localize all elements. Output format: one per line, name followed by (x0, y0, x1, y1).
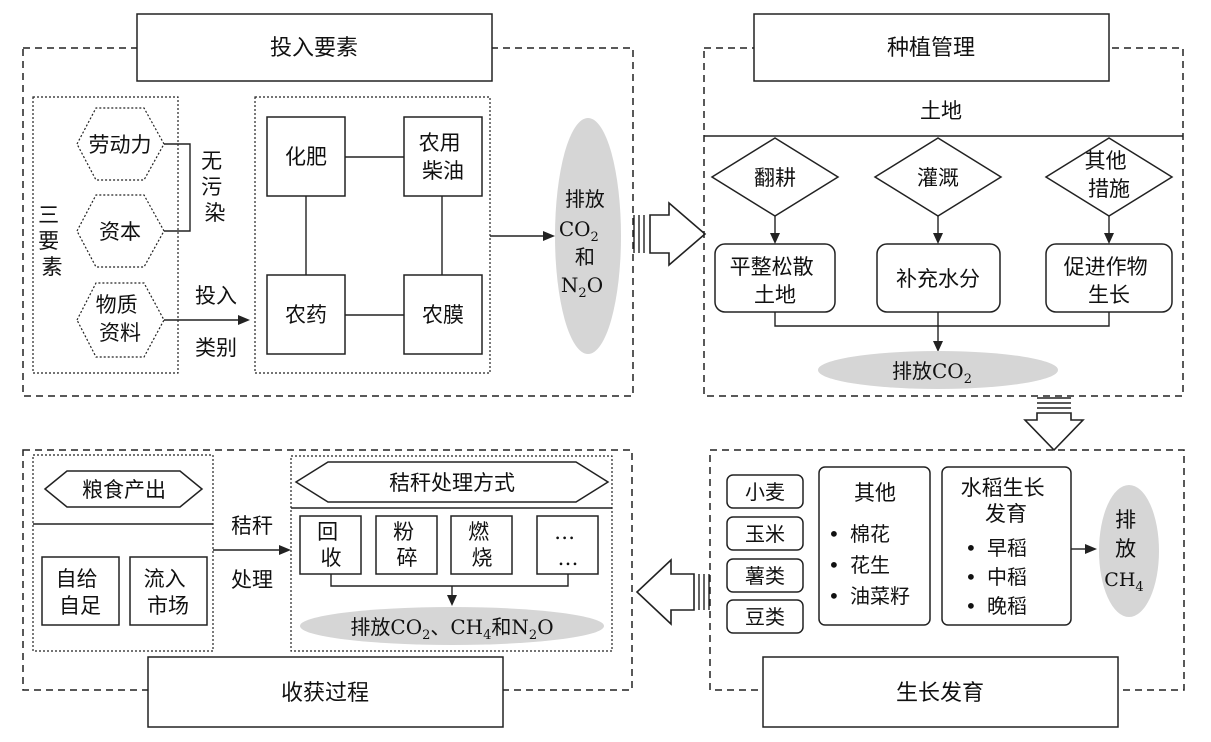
materials-label: 物质 资料 (96, 293, 145, 345)
grain-output-label: 粮食产出 (82, 478, 166, 502)
crop-corn (726, 516, 804, 551)
input-category-bottom: 类别 (195, 336, 237, 360)
film-box (403, 274, 483, 355)
materials-arrow-head (238, 315, 250, 325)
irrigation-arrow (933, 233, 943, 244)
straw-label-bottom: 处理 (231, 568, 273, 592)
planting-panel-border (703, 47, 1184, 397)
input-title-box (136, 13, 493, 82)
input-emission-ellipse (555, 118, 621, 354)
harvest-title: 收获过程 (281, 681, 369, 706)
growth-emission-label: 排 放 CH4 (1104, 508, 1143, 595)
planting-panel: 种植管理 土地 翻耕 灌溉 其他 措施 平整松散 土地 补充水分 促进作物 (703, 13, 1184, 397)
crop-bean-label: 豆类 (745, 605, 785, 629)
pesticide-label: 农药 (285, 303, 327, 327)
planting-emission-ellipse (818, 351, 1058, 389)
other-crops-title: 其他 (854, 481, 896, 505)
tillage-label: 翻耕 (754, 166, 796, 190)
input-panel: 投入要素 三 要 素 劳动力 资本 物质 资料 无 污 染 投入 类别 (22, 13, 634, 397)
other-crops-box (818, 466, 931, 626)
capital-label: 资本 (99, 220, 141, 244)
planting-title-box (753, 13, 1110, 82)
other-measures-arrow (1104, 233, 1114, 244)
method-recycle-label: 回 收 (317, 520, 345, 570)
grain-output-box (32, 454, 214, 652)
straw-methods-box (290, 455, 613, 652)
rice-arrow (1085, 544, 1097, 554)
promote-growth-label: 促进作物 生长 (1064, 255, 1155, 307)
input-title: 投入要素 (270, 36, 358, 61)
three-elements-label: 三 要 素 (38, 203, 66, 279)
planting-emission-label: 排放CO2 (892, 359, 972, 387)
irrigation-label: 灌溉 (917, 166, 959, 190)
market-box (129, 556, 208, 626)
planting-collector (774, 312, 1110, 327)
three-elements-box (32, 96, 179, 374)
self-sufficient-box (41, 556, 120, 626)
method-crush (375, 515, 438, 575)
harvest-emission-ellipse (300, 607, 604, 645)
arrow-planting-to-growth (1023, 397, 1085, 452)
planting-title: 种植管理 (887, 36, 975, 61)
level-soil-label: 平整松散 土地 (730, 255, 821, 307)
self-sufficient-label: 自给 自足 (56, 567, 105, 618)
straw-collector-arrow (447, 595, 457, 606)
tillage-arrow (770, 233, 780, 244)
input-emission-label: 排放 CO2 和 N2O (559, 187, 611, 301)
straw-label-top: 秸秆 (231, 514, 273, 538)
film-label: 农膜 (422, 303, 464, 327)
rice-box (941, 466, 1072, 626)
other-measures-label: 其他 措施 (1085, 149, 1134, 201)
method-burn (450, 515, 513, 575)
growth-emission-ellipse (1099, 485, 1159, 617)
no-pollution-label: 无 污 染 (201, 149, 229, 225)
input-category-top: 投入 (195, 284, 237, 308)
growth-panel: 生长发育 小麦 玉米 薯类 豆类 其他 •棉花 •花生 •油菜籽 水稻生长 发育… (709, 449, 1185, 728)
crop-wheat (726, 474, 804, 509)
arrow-input-to-planting (633, 201, 707, 267)
diesel-box (403, 116, 483, 197)
method-recycle (299, 515, 362, 575)
inputs-box (254, 96, 491, 374)
harvest-title-box (147, 656, 504, 728)
grain-output-hexagon (43, 470, 204, 508)
method-other-label: … … (554, 520, 582, 570)
crop-corn-label: 玉米 (745, 522, 785, 546)
crop-tuber-label: 薯类 (745, 564, 785, 588)
crop-bean (726, 599, 804, 634)
straw-arrow-head (279, 545, 291, 555)
other-crops-list: •棉花 •花生 •油菜籽 (828, 522, 910, 608)
crop-wheat-label: 小麦 (745, 480, 785, 504)
rice-title: 水稻生长 发育 (961, 476, 1052, 526)
materials-hexagon (76, 282, 165, 358)
arrow-growth-to-harvest (635, 558, 710, 626)
planting-collector-arrow (933, 341, 943, 352)
growth-title-box (762, 656, 1119, 728)
diesel-label: 农用 柴油 (419, 131, 468, 183)
fertilizer-box (266, 116, 346, 197)
no-pollution-bracket (164, 143, 191, 232)
market-label: 流入 市场 (144, 567, 193, 618)
straw-title-hexagon (294, 461, 610, 503)
growth-title: 生长发育 (896, 681, 984, 706)
inputs-arrow-head (543, 231, 555, 241)
fertilizer-label: 化肥 (285, 145, 327, 169)
labor-label: 劳动力 (89, 133, 152, 157)
straw-title: 秸秆处理方式 (389, 471, 515, 495)
crop-tuber (726, 558, 804, 593)
land-label: 土地 (920, 99, 962, 123)
method-crush-label: 粉 碎 (393, 520, 421, 570)
straw-collector (330, 574, 569, 587)
pesticide-box (266, 274, 346, 355)
rice-list: •早稻 •中稻 •晚稻 (965, 536, 1033, 618)
water-label: 补充水分 (896, 267, 980, 291)
harvest-panel: 收获过程 粮食产出 自给 自足 流入 市场 秸秆 处理 秸秆处理方式 回 收 (22, 449, 633, 728)
harvest-emission-label: 排放CO2、CH4和N2O (350, 615, 553, 643)
method-burn-label: 燃 烧 (468, 520, 496, 570)
